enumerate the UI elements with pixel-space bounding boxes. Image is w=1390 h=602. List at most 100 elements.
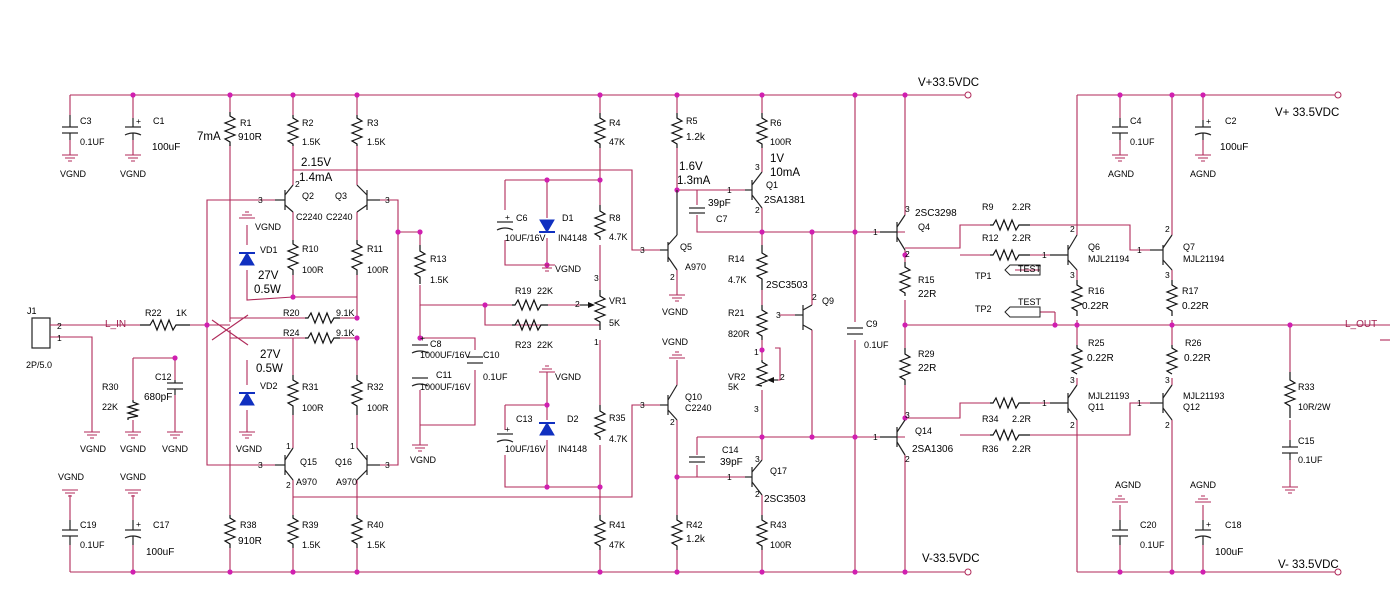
r40-symbol [350, 515, 364, 548]
svg-text:2: 2 [295, 179, 300, 189]
q12-ref: Q12 [1183, 402, 1200, 412]
r38-symbol [223, 515, 237, 548]
c6-ref: C6 [516, 213, 528, 223]
r15-symbol [898, 262, 912, 296]
junction [597, 177, 603, 183]
r10-value: 100R [302, 265, 324, 275]
c12-value: 680pF [144, 392, 172, 403]
r34-ref: R34 [982, 414, 999, 424]
svg-text:+: + [136, 519, 141, 529]
r1-symbol [223, 112, 237, 146]
r43-symbol [755, 515, 769, 550]
r9-symbol [990, 218, 1030, 232]
svg-text:1: 1 [727, 185, 732, 195]
c11-value: 1000UF/16V [420, 382, 471, 392]
capacitor-symbols: ++++ +++ [62, 115, 1298, 545]
junction [902, 252, 908, 258]
q3-symbol [356, 184, 380, 213]
r15-value: 22R [918, 289, 936, 300]
vr2-value: 5K [728, 382, 739, 392]
gnd-label: VGND [662, 337, 689, 347]
svg-text:1: 1 [727, 472, 732, 482]
svg-text:3: 3 [385, 460, 390, 470]
q15-ref: Q15 [300, 457, 317, 467]
svg-text:2: 2 [780, 372, 785, 382]
c4-ref: C4 [1130, 116, 1142, 126]
pin-numbers: 32 3 312 31 33 22 11 23 32 11 32 32 32 2… [258, 162, 1170, 499]
r36-value: 2.2R [1012, 444, 1032, 454]
q17-value: 2SC3503 [764, 494, 806, 505]
r33-symbol [1283, 372, 1297, 418]
r25-ref: R25 [1088, 338, 1105, 348]
junction [597, 92, 603, 98]
r39-value: 1.5K [302, 540, 321, 550]
r41-symbol [593, 515, 607, 550]
junction [1074, 322, 1080, 328]
junction [172, 355, 178, 361]
q14-ref: Q14 [915, 426, 932, 436]
c19-value: 0.1UF [80, 540, 105, 550]
q2-value: C2240 [296, 212, 323, 222]
r4-ref: R4 [609, 118, 621, 128]
r1-ref: R1 [240, 118, 252, 128]
c10-value: 0.1UF [483, 372, 508, 382]
q12-symbol [1150, 384, 1173, 421]
q17-symbol [745, 459, 763, 496]
c10-ref: C10 [483, 350, 500, 360]
svg-text:1: 1 [594, 337, 599, 347]
q6-symbol [1050, 234, 1078, 271]
svg-text:2: 2 [812, 292, 817, 302]
r33-ref: R33 [1298, 382, 1315, 392]
junction [354, 92, 360, 98]
c1-ref: C1 [153, 116, 165, 126]
r14-value: 4.7K [728, 275, 747, 285]
r21-value: 820R [728, 329, 750, 339]
junction [354, 315, 360, 321]
q9-symbol [795, 304, 813, 331]
tp2-label: TP2 [975, 304, 992, 314]
r21-ref: R21 [728, 308, 745, 318]
gnd-label: VGND [555, 372, 582, 382]
junction [354, 569, 360, 575]
r10-ref: R10 [302, 244, 319, 254]
svg-text:1: 1 [754, 347, 759, 357]
r35-symbol [593, 405, 607, 440]
c17-value: 100uF [146, 547, 174, 558]
junction [674, 474, 680, 480]
r39-ref: R39 [302, 520, 319, 530]
junction [482, 302, 488, 308]
r2-value: 1.5K [302, 137, 321, 147]
r20-ref: R20 [283, 308, 300, 318]
junction [1169, 92, 1175, 98]
junction [759, 229, 765, 235]
r20-symbol [305, 311, 340, 325]
r19-symbol [512, 298, 548, 312]
r17-symbol [1165, 280, 1179, 316]
c20-value: 0.1UF [1140, 540, 1165, 550]
svg-text:+: + [420, 333, 425, 343]
r30-value: 22K [102, 402, 118, 412]
r43-value: 100R [770, 540, 792, 550]
q1-symbol [745, 171, 763, 209]
junction [204, 322, 210, 328]
r16-ref: R16 [1088, 286, 1105, 296]
svg-text:1: 1 [286, 441, 291, 451]
vd1-symbol [239, 252, 255, 266]
q14-symbol [880, 419, 906, 456]
q5-value: A970 [685, 262, 706, 272]
r22-symbol [140, 318, 190, 332]
r34-value: 2.2R [1012, 414, 1032, 424]
svg-text:3: 3 [905, 204, 910, 214]
gnd-label: VGND [410, 455, 437, 465]
r21-symbol [755, 305, 769, 340]
d2-symbol [539, 422, 555, 436]
q3-value: C2240 [326, 212, 353, 222]
agnd-label: AGND [1115, 480, 1142, 490]
r16-symbol [1070, 280, 1084, 316]
svg-text:2: 2 [755, 205, 760, 215]
r38-value: 910R [238, 536, 262, 547]
vd1-ref: VD1 [260, 245, 278, 255]
ground-symbols [62, 154, 1298, 503]
r6-ref: R6 [770, 118, 782, 128]
r23-ref: R23 [515, 340, 532, 350]
